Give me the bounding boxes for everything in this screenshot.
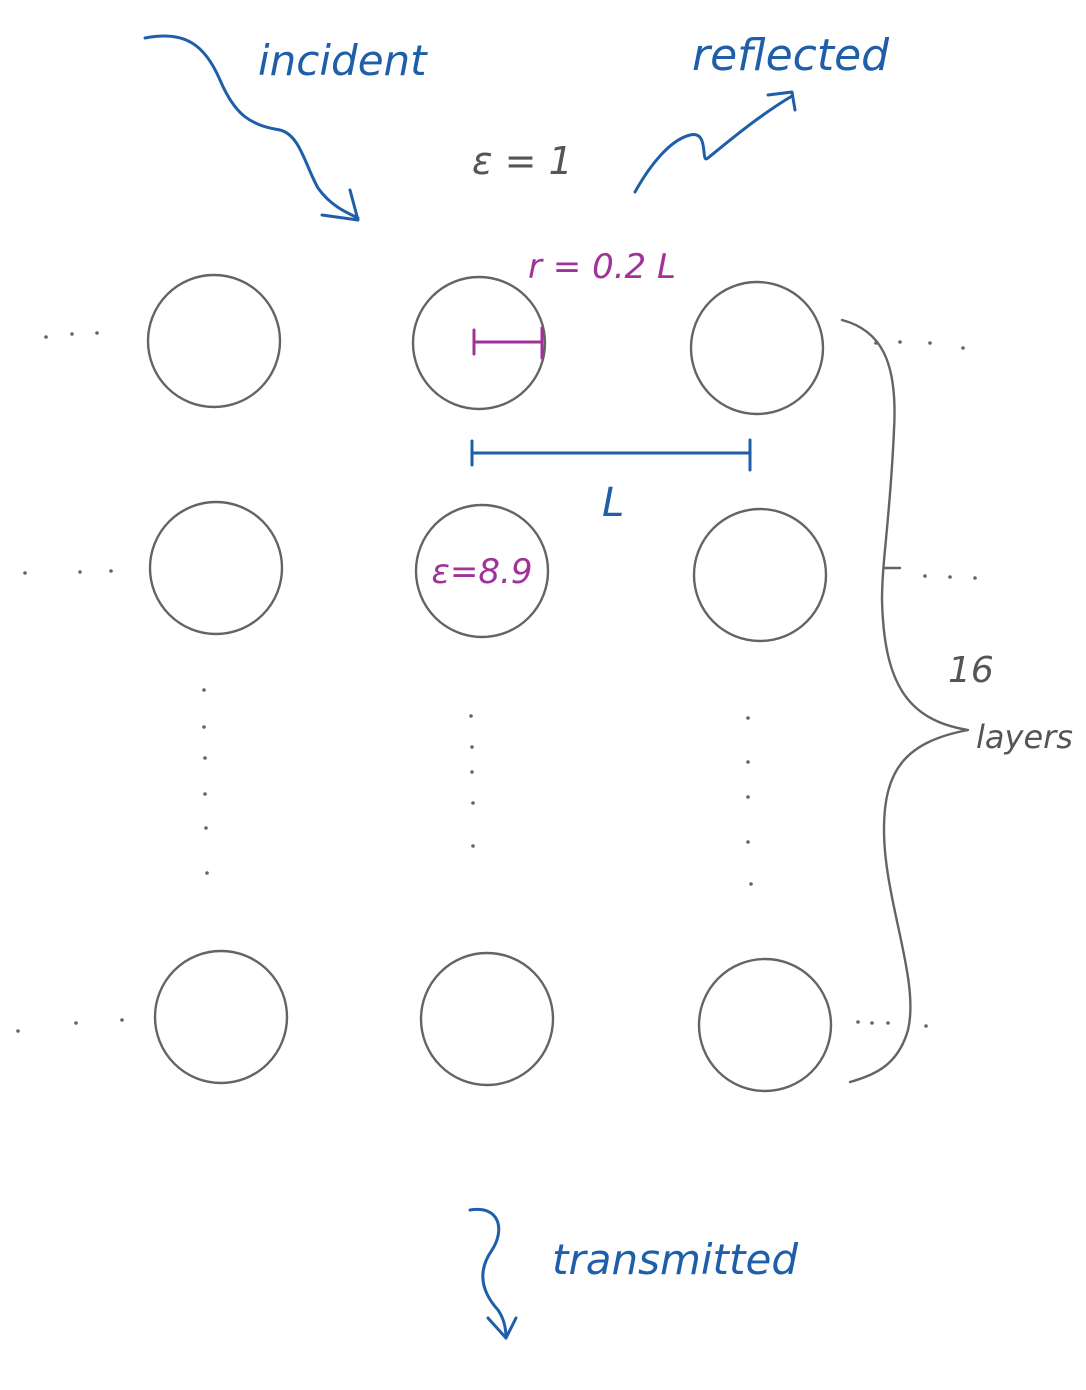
reflected-wave-arrow: [633, 90, 797, 194]
vertical-ellipsis-dots: [202, 688, 753, 886]
transmitted-wave-arrow: [468, 1207, 518, 1340]
rod-permittivity-label: ε=8.9: [432, 552, 533, 592]
layers-word-label: layers: [976, 718, 1073, 756]
rod-top-left: [146, 273, 282, 409]
layers-brace: [840, 318, 970, 1084]
incident-label: incident: [258, 36, 428, 85]
rod-bottom-left: [153, 949, 289, 1085]
lattice-constant-bar: [470, 438, 752, 472]
incident-wave-arrow: [143, 34, 360, 222]
reflected-label: reflected: [692, 30, 890, 81]
rod-bottom-right: [697, 957, 833, 1093]
radius-label: r = 0.2 L: [528, 247, 676, 287]
rod-bottom-center: [419, 951, 555, 1087]
radius-bar: [472, 326, 544, 360]
layers-count-label: 16: [948, 650, 994, 691]
rod-second-right: [692, 507, 828, 643]
transmitted-label: transmitted: [552, 1235, 798, 1284]
rod-top-center: [411, 275, 547, 411]
lattice-constant-label: L: [602, 480, 624, 526]
rod-top-right: [689, 280, 825, 416]
background-permittivity-label: ε = 1: [472, 139, 573, 183]
rod-second-center: [414, 503, 550, 639]
rod-second-left: [148, 500, 284, 636]
horizontal-ellipsis-dots: [16, 331, 977, 1033]
